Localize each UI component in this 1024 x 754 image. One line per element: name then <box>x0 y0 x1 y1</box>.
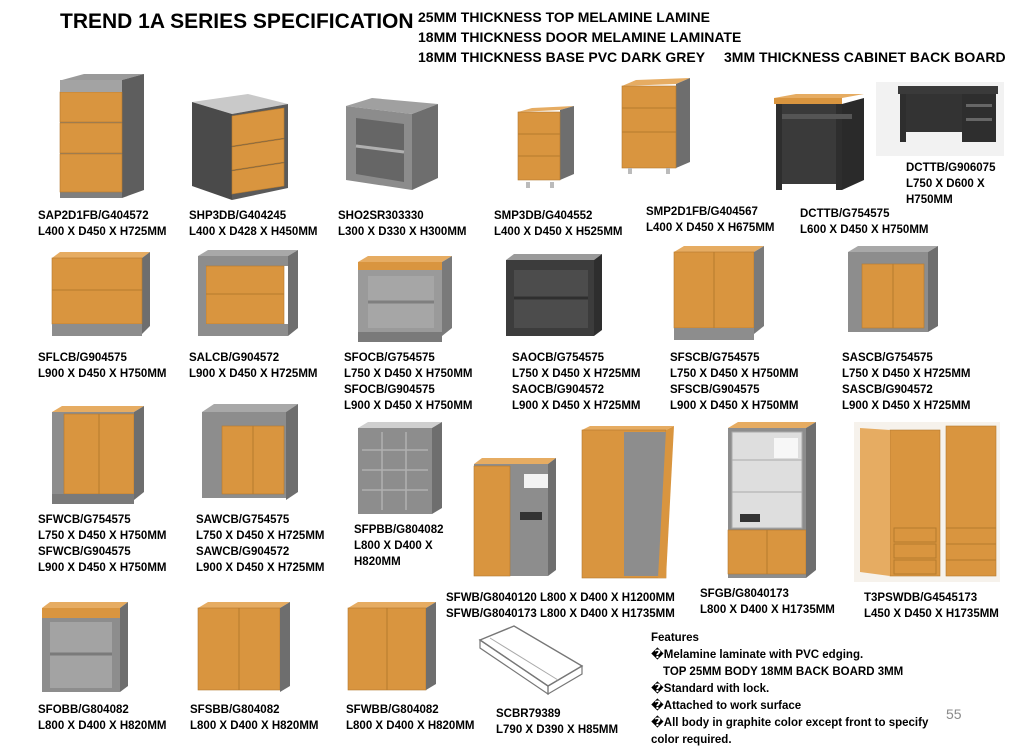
tall-wardrobe-image <box>854 422 1000 582</box>
computer-table-image <box>772 92 868 194</box>
open-bookcase-image <box>40 600 130 696</box>
feature-item: �All body in graphite color except front… <box>651 717 929 729</box>
sliding-door-cabinet-grey-top-image <box>846 244 940 342</box>
spec-door: 18MM THICKNESS DOOR MELAMINE LAMINATE <box>418 29 742 45</box>
page-title: TREND 1A SERIES SPECIFICATION <box>60 10 414 33</box>
cabinet-base-frame-image <box>476 622 586 702</box>
spec-backboard: 3MM THICKNESS CABINET BACK BOARD <box>724 49 1006 65</box>
feature-item: TOP 25MM BODY 18MM BACK BOARD 3MM <box>663 666 904 678</box>
feature-item: color required. <box>651 734 732 746</box>
mobile-pedestal-3-drawer-image <box>516 104 576 190</box>
sliding-door-cabinet-image <box>672 244 766 344</box>
spec-base: 18MM THICKNESS BASE PVC DARK GREY <box>418 49 706 65</box>
features-heading: Features <box>651 632 699 644</box>
wardrobe-cabinets-image <box>470 424 676 580</box>
open-cabinet-image <box>356 252 454 344</box>
low-pedestal-3-drawer-image <box>188 90 296 208</box>
lateral-cabinet-grey-top-image <box>196 246 300 344</box>
mobile-pedestal-2-drawer-1-file-image <box>620 76 692 176</box>
sliding-bookcase-image <box>196 600 292 696</box>
open-cabinet-dark-image <box>504 252 604 344</box>
features-list: Features �Melamine laminate with PVC edg… <box>651 630 928 749</box>
feature-item: �Melamine laminate with PVC edging. <box>651 649 864 661</box>
feature-item: �Attached to work surface <box>651 700 802 712</box>
swing-bookcase-image <box>346 600 438 694</box>
computer-table-wide-image <box>876 82 1004 156</box>
pedestal-2-drawer-1-file-image <box>52 70 152 202</box>
swing-door-cabinet-grey-top-image <box>200 402 300 508</box>
feature-item: �Standard with lock. <box>651 683 770 695</box>
spec-top: 25MM THICKNESS TOP MELAMINE LAMINE <box>418 9 710 25</box>
pigeon-hole-cabinet-image <box>356 420 444 518</box>
page-number: 55 <box>946 706 962 722</box>
open-shelf-unit-image <box>342 96 442 192</box>
swing-door-cabinet-image <box>50 404 146 508</box>
lateral-cabinet-image <box>50 248 152 344</box>
glass-door-bookcase-image <box>726 420 818 580</box>
